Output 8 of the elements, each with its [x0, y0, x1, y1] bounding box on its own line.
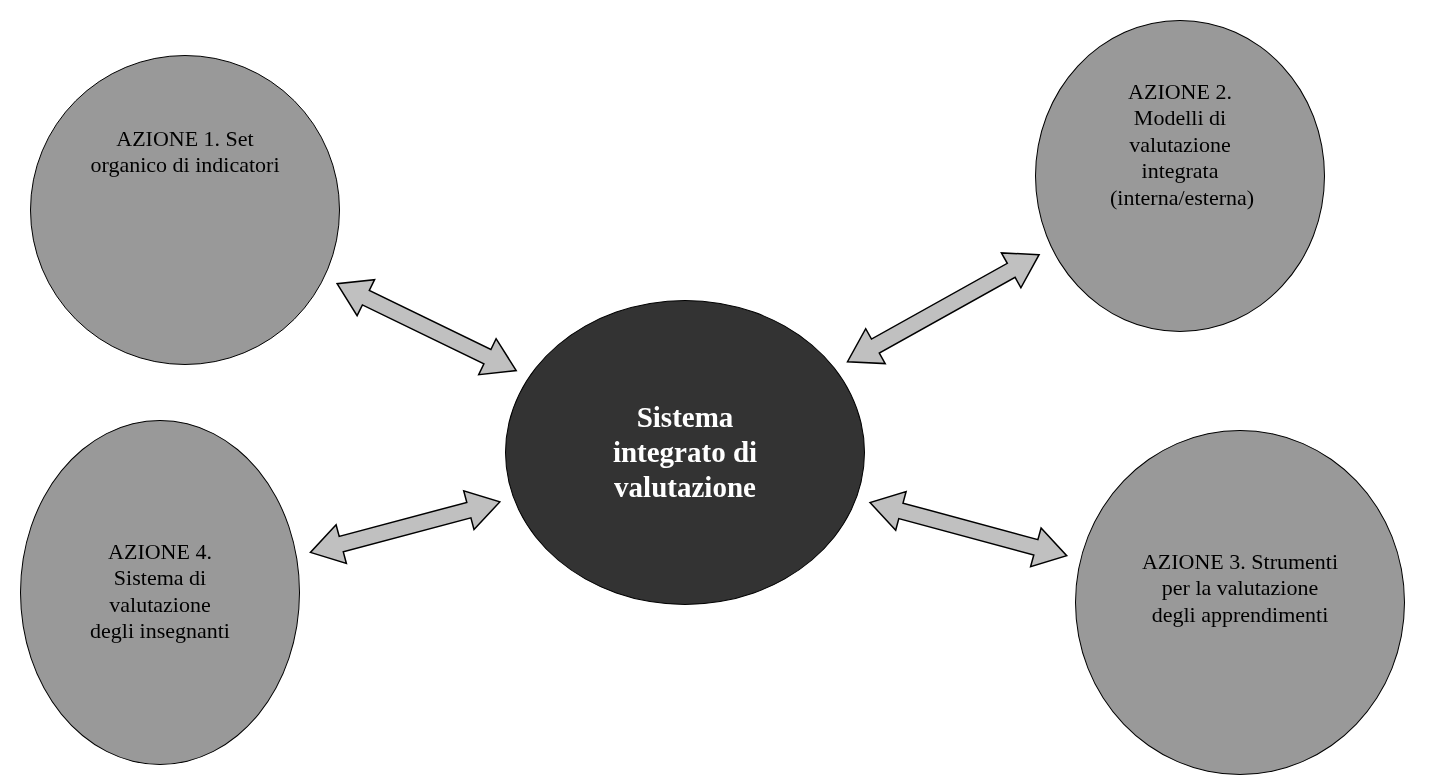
node-label: AZIONE 1. Set organico di indicatori [90, 126, 280, 179]
node-label: AZIONE 3. Strumenti per la valutazione degli apprendimenti [1140, 549, 1340, 629]
double-arrow [846, 252, 1041, 365]
double-arrow [309, 489, 502, 565]
double-arrow [868, 490, 1069, 568]
node-label: Sistema integrato di valutazione [611, 400, 759, 505]
double-arrow [335, 278, 518, 376]
node-label: AZIONE 4. Sistema di valutazione degli insegnanti [89, 539, 231, 645]
